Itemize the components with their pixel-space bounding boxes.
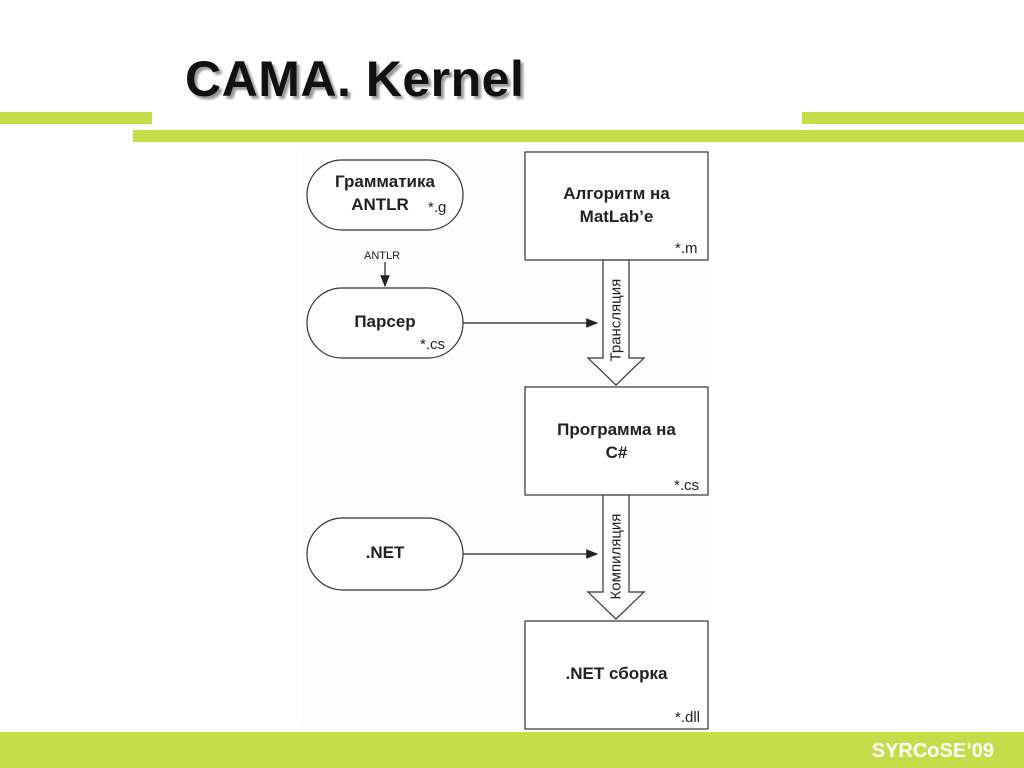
compilation-block-arrow	[586, 494, 646, 620]
program-node	[524, 386, 709, 496]
program-label-line2: C#	[605, 443, 628, 462]
translation-block-arrow	[586, 259, 646, 386]
algorithm-label-line2: MatLab’e	[579, 207, 654, 226]
algorithm-label-line1: Алгоритм на	[563, 184, 670, 203]
assembly-node	[524, 620, 709, 730]
grammar-label-line2: ANTLR	[351, 195, 409, 214]
assembly-label: .NET сборка	[565, 664, 668, 683]
assembly-extension: *.dll	[675, 709, 701, 726]
title-bar-right	[802, 112, 1024, 124]
grammar-extension: *.g	[428, 199, 447, 216]
program-label-line1: Программа на	[557, 420, 676, 439]
grammar-label-line1: Грамматика	[335, 172, 435, 191]
title-underline	[133, 130, 1024, 142]
algorithm-extension: *.m	[675, 240, 698, 257]
footer-label: SYRCoSE’09	[871, 740, 994, 762]
slide-title: CAMA. Kernel	[185, 51, 525, 107]
parser-extension: *.cs	[420, 336, 446, 353]
net-label: .NET	[365, 543, 405, 562]
compilation-label: Компиляция	[607, 513, 625, 600]
grammar-node	[306, 159, 464, 231]
program-extension: *.cs	[674, 477, 700, 494]
translation-label: Трансляция	[607, 278, 625, 362]
antlr-edge-label: ANTLR	[364, 250, 401, 262]
title-bar-left	[0, 112, 152, 124]
parser-label: Парсер	[354, 312, 416, 331]
footer-bar	[0, 732, 1024, 768]
